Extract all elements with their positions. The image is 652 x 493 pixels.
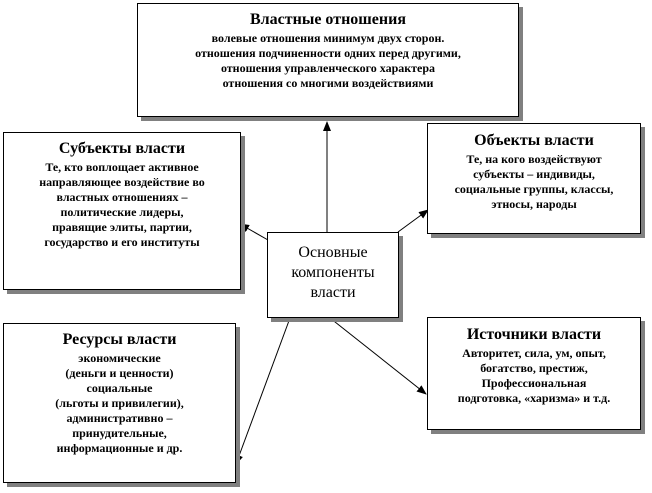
objects-line: субъекты – индивиды, <box>473 167 595 181</box>
power-relations-line: отношения управленческого характера <box>220 61 436 75</box>
power-relations-line: отношения подчиненности одних перед друг… <box>195 46 461 60</box>
subjects-line: властных отношениях – <box>56 190 188 204</box>
sources-line: подготовка, «харизма» и т.д. <box>457 391 611 405</box>
resources-box: Ресурсы власти экономические (деньги и ц… <box>3 323 236 483</box>
power-relations-line: отношения со многими воздействиями <box>222 76 434 90</box>
sources-line: богатство, престиж, <box>480 361 588 375</box>
objects-line: этносы, народы <box>491 197 577 211</box>
subjects-line: государство и его институты <box>44 235 200 249</box>
subjects-box: Субъекты власти Те, кто воплощает активн… <box>3 132 241 290</box>
sources-line: Авторитет, сила, ум, опыт, <box>462 346 606 360</box>
resources-line: (льготы и привилегии), <box>55 396 184 410</box>
resources-line: (деньги и ценности) <box>65 366 174 380</box>
sources-box: Источники власти Авторитет, сила, ум, оп… <box>427 317 641 430</box>
center-line: власти <box>310 284 356 301</box>
center-line: компоненты <box>291 264 375 281</box>
sources-title: Источники власти <box>466 326 602 343</box>
objects-box: Объекты власти Те, на кого воздействуют … <box>427 123 641 234</box>
arrow-to-objects <box>397 209 429 233</box>
subjects-line: политические лидеры, <box>60 205 184 219</box>
objects-line: Те, на кого воздействуют <box>466 152 602 166</box>
subjects-line: направляющее воздействие во <box>39 175 205 189</box>
resources-line: экономические <box>78 351 161 365</box>
resources-line: принудительные, <box>72 426 167 440</box>
objects-title: Объекты власти <box>474 132 594 149</box>
sources-line: Профессиональная <box>481 376 587 390</box>
resources-line: административно – <box>66 411 173 425</box>
power-relations-title: Властные отношения <box>250 11 406 28</box>
arrow-to-subjects <box>239 223 269 241</box>
arrow-to-sources <box>329 317 427 395</box>
resources-line: социальные <box>86 381 153 395</box>
power-relations-line: волевые отношения минимум двух сторон. <box>211 31 445 45</box>
subjects-line: Те, кто воплощает активное <box>45 160 199 174</box>
objects-line: социальные группы, классы, <box>454 182 614 196</box>
resources-line: информационные и др. <box>56 441 183 455</box>
subjects-title: Субъекты власти <box>58 140 186 157</box>
power-relations-box: Властные отношения волевые отношения мин… <box>137 3 519 117</box>
arrow-to-resources <box>235 317 291 465</box>
subjects-line: правящие элиты, партии, <box>52 220 192 234</box>
center-box: Основные компоненты власти <box>267 232 399 318</box>
center-line: Основные <box>298 244 368 261</box>
resources-title: Ресурсы власти <box>62 331 177 348</box>
